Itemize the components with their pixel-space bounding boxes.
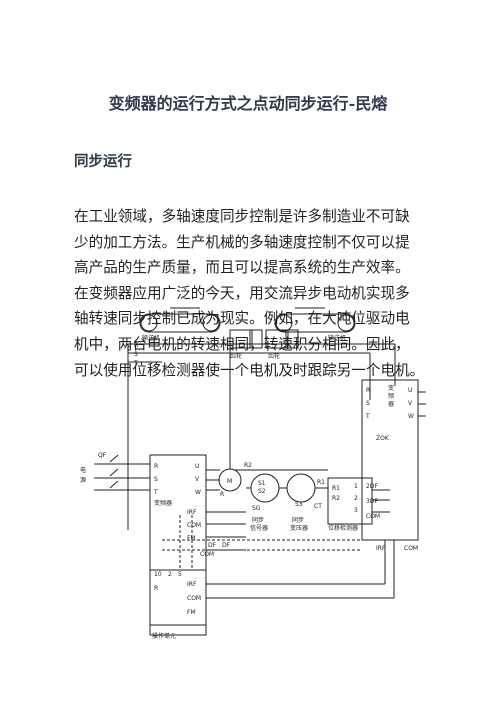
conveyor-roller	[140, 314, 158, 332]
label-phase: R	[134, 342, 138, 349]
conveyor-belt-right	[274, 313, 356, 333]
terminal-label: FM	[187, 535, 196, 542]
conveyor-belt-left	[139, 313, 221, 333]
label-inverter-left: 变频器	[154, 499, 172, 507]
pin-label: 2	[354, 495, 358, 502]
terminal-label: R	[366, 387, 370, 394]
label-gear-left: 齿轮	[230, 352, 242, 360]
section-heading: 同步运行	[74, 153, 132, 170]
paragraph-line: 少的加工方法。生产机械的多轴速度控制不仅可以提	[74, 233, 410, 251]
label-sync-transformer: 同步	[292, 516, 304, 524]
gear-box-left	[229, 329, 253, 349]
coil-label: S3	[295, 501, 303, 508]
label-sync-gen: 信号器	[250, 524, 268, 532]
terminal-label: COM	[366, 513, 380, 520]
inverter-left	[149, 454, 207, 636]
terminal-label: IRF	[187, 581, 197, 588]
conveyor-roller	[337, 314, 355, 332]
pin-label: 1	[354, 483, 358, 490]
terminal-label: W	[408, 413, 414, 420]
terminal-label: S	[154, 476, 158, 483]
terminal-label: U	[195, 463, 199, 470]
gear-box-right	[285, 329, 299, 349]
pin-label: 2	[168, 571, 172, 578]
terminal-label: COM	[200, 551, 214, 558]
label-phase: T	[133, 360, 138, 367]
terminal-label: IRF	[187, 509, 197, 516]
pin-label: R2	[332, 495, 340, 502]
gear-box-right	[265, 329, 289, 349]
gear-box-left	[249, 329, 263, 349]
terminal-label: T	[153, 489, 158, 496]
label-inverter-right: 器	[388, 401, 394, 408]
terminal-label: V	[195, 476, 200, 483]
paragraph-line: 可以使用位移检测器使一个电机及时跟踪另一个电机。	[74, 361, 425, 379]
label-r: R	[220, 491, 224, 498]
label-detector: 位移检测器	[328, 524, 358, 532]
terminal-label: S	[366, 400, 370, 407]
terminal-label: W	[195, 489, 201, 496]
sync-transformer	[286, 473, 316, 503]
inverter-right	[361, 379, 419, 541]
terminal-label: COM	[187, 522, 201, 529]
coil-label: S2	[258, 488, 266, 495]
terminal-label: IRF	[376, 545, 386, 552]
coil-label: S1	[258, 480, 266, 487]
coil-label: R1	[317, 479, 325, 486]
conveyor-roller	[202, 314, 220, 332]
label-sync-gen-code: SG	[252, 505, 261, 512]
label-breaker: QF	[98, 452, 107, 459]
label-motor: M	[227, 478, 232, 485]
label-r2: R2	[244, 462, 252, 469]
label-conveyor-right: 输送机	[328, 334, 346, 342]
terminal-label: 3DF	[366, 498, 378, 505]
terminal-label: 2DF	[366, 483, 378, 490]
pin-label: 10	[154, 571, 162, 578]
terminal-label: T	[365, 413, 370, 420]
terminal-label: COM	[404, 545, 418, 552]
label-gear-right: 齿轮	[268, 352, 280, 360]
label-phase: S	[134, 351, 138, 358]
paragraph-line: 在工业领域，多轴速度同步控制是许多制造业不可缺	[74, 208, 410, 225]
label-sync-gen: 同步	[252, 516, 264, 524]
pin-label: R1	[332, 485, 340, 492]
terminal-label: R	[154, 585, 158, 592]
label-inverter-right: 频	[388, 392, 394, 400]
terminal-label: FM	[187, 609, 196, 616]
paragraph-line: 轴转速同步控制已成为现实。例如，在大吨位驱动电	[74, 310, 410, 328]
label-sync-transformer: 变压器	[290, 524, 308, 532]
label-inverter-right: 变	[388, 384, 394, 392]
label-conveyor-left: 输送机	[142, 334, 160, 342]
label-power: 源	[80, 476, 86, 484]
paragraph-line: 在变频器应用广泛的今天，用交流异步电动机实现多	[74, 284, 410, 302]
vertical-label: DF	[208, 542, 217, 549]
terminal-label: COM	[187, 595, 201, 602]
paragraph-line: 高产品的生产质量，而且可以提高系统的生产效率。	[74, 259, 410, 277]
pin-label: 5	[178, 571, 182, 578]
vertical-label: DF	[222, 542, 231, 549]
label-operation-unit: 操作单元	[152, 632, 176, 640]
wiring-diagram: 输送机 输送机 齿轮 齿轮 R S T QF 电 源 R S T U V W 变…	[80, 307, 426, 640]
pin-label: 3	[354, 507, 358, 514]
terminal-label: V	[408, 400, 413, 407]
label-power: 电	[80, 466, 86, 474]
conveyor-roller	[275, 314, 293, 332]
terminal-label: R	[154, 463, 158, 470]
label-sync-transformer-code: CT	[314, 503, 322, 510]
terminal-label: U	[408, 387, 412, 394]
displacement-detector	[327, 477, 373, 525]
document-title: 变频器的运行方式之点动同步运行-民熔	[108, 94, 388, 113]
vertical-label: ZOK	[376, 435, 390, 442]
